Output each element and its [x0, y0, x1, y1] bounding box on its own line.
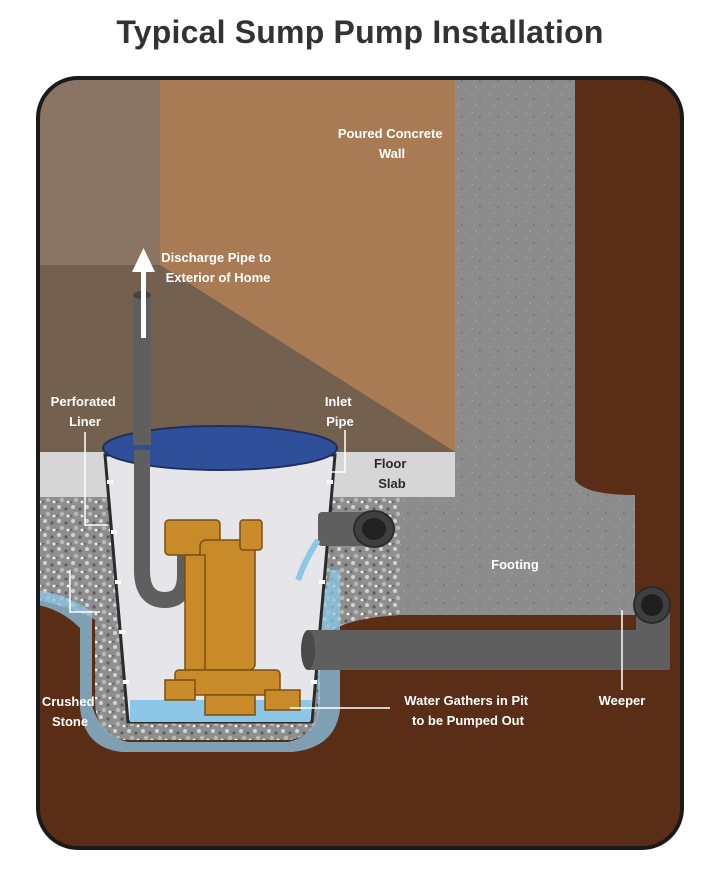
label-line: Perforated — [51, 394, 116, 409]
label-perforated-liner: Perforated Liner — [51, 394, 120, 429]
liner-lid — [102, 425, 338, 471]
footing-block — [395, 497, 635, 615]
label-line: Water Gathers in Pit — [404, 693, 528, 708]
label-line: Poured Concrete — [338, 126, 443, 141]
weeper-pipe — [301, 586, 671, 670]
leader-lines — [69, 430, 623, 709]
interior-left-wall — [38, 78, 163, 268]
label-line: Slab — [378, 476, 406, 491]
label-water-gathers: Water Gathers in Pit to be Pumped Out — [404, 693, 531, 728]
label-line: Pipe — [326, 414, 353, 429]
foundation-wall — [400, 78, 635, 615]
label-line: Liner — [69, 414, 101, 429]
discharge-arrow — [132, 248, 155, 338]
label-line: Floor — [374, 456, 407, 471]
label-line: Exterior of Home — [166, 270, 271, 285]
label-poured-concrete-wall: Poured Concrete Wall — [338, 126, 446, 161]
water-seep — [38, 570, 340, 752]
sump-pump — [164, 519, 301, 716]
label-line: Crushed — [42, 694, 95, 709]
label-line: Wall — [379, 146, 405, 161]
label-line: Discharge Pipe to — [161, 250, 271, 265]
label-inlet-pipe: Inlet Pipe — [325, 394, 355, 429]
diagram-title: Typical Sump Pump Installation — [116, 14, 604, 50]
inlet-pipe — [295, 510, 395, 581]
label-footing: Footing — [491, 557, 539, 572]
label-discharge-pipe: Discharge Pipe to Exterior of Home — [161, 250, 274, 285]
label-line: Stone — [52, 714, 88, 729]
diagram-frame — [36, 76, 684, 850]
label-line: Inlet — [325, 394, 352, 409]
label-crushed-stone: Crushed Stone — [42, 694, 98, 729]
label-line: to be Pumped Out — [412, 713, 525, 728]
label-floor-slab: Floor Slab — [374, 456, 410, 491]
discharge-pipe — [133, 291, 193, 609]
label-weeper: Weeper — [599, 693, 646, 708]
